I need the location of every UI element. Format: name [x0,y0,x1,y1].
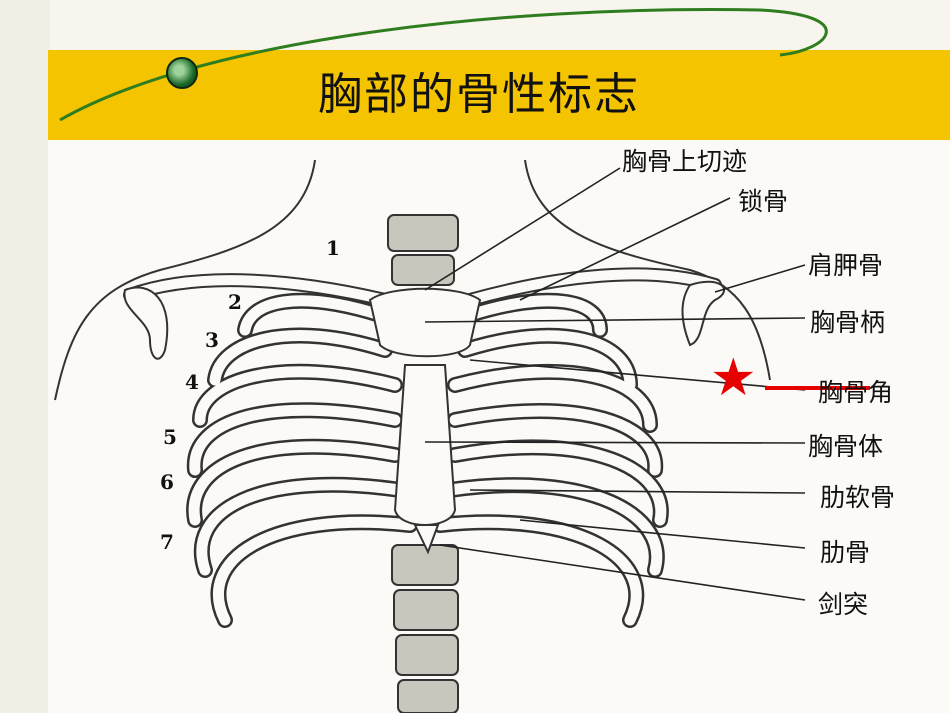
label-rib: 肋骨 [820,538,871,567]
vertebral-column [387,214,459,713]
label-suprasternal-notch: 胸骨上切迹 [622,147,748,176]
label-clavicle: 锁骨 [738,187,789,216]
rib-number: 7 [160,530,174,554]
left-ribs-fill [188,295,416,626]
right-ribs-fill [434,295,667,626]
label-sternal-angle: 胸骨角 [818,378,894,407]
label-costal-cartilage: 肋软骨 [820,483,896,512]
sternum-body-shape [393,364,457,526]
left-clavicle-inner [125,275,390,305]
page-title: 胸部的骨性标志 [318,69,640,120]
rib-number: 6 [160,470,174,494]
title-bullet-icon [166,57,198,89]
rib-number: 1 [326,236,340,260]
label-manubrium: 胸骨柄 [810,308,886,337]
right-clavicle-inner [465,269,720,305]
rib-number: 4 [185,370,199,394]
rib-number: 2 [228,290,242,314]
rib-number: 5 [163,425,177,449]
right-scapula [681,280,726,347]
decorative-side-pattern [0,0,50,713]
star-icon: ★ [710,348,757,408]
left-scapula [123,286,169,360]
body-outline [524,159,771,381]
label-sternum-body: 胸骨体 [808,432,884,461]
manubrium-shape [368,287,482,358]
leader-lines [424,167,806,601]
label-xiphoid: 剑突 [818,590,869,619]
rib-number: 3 [205,328,219,352]
body-outline [54,159,316,401]
label-scapula: 肩胛骨 [808,251,884,280]
xiphoid-shape [413,524,440,555]
